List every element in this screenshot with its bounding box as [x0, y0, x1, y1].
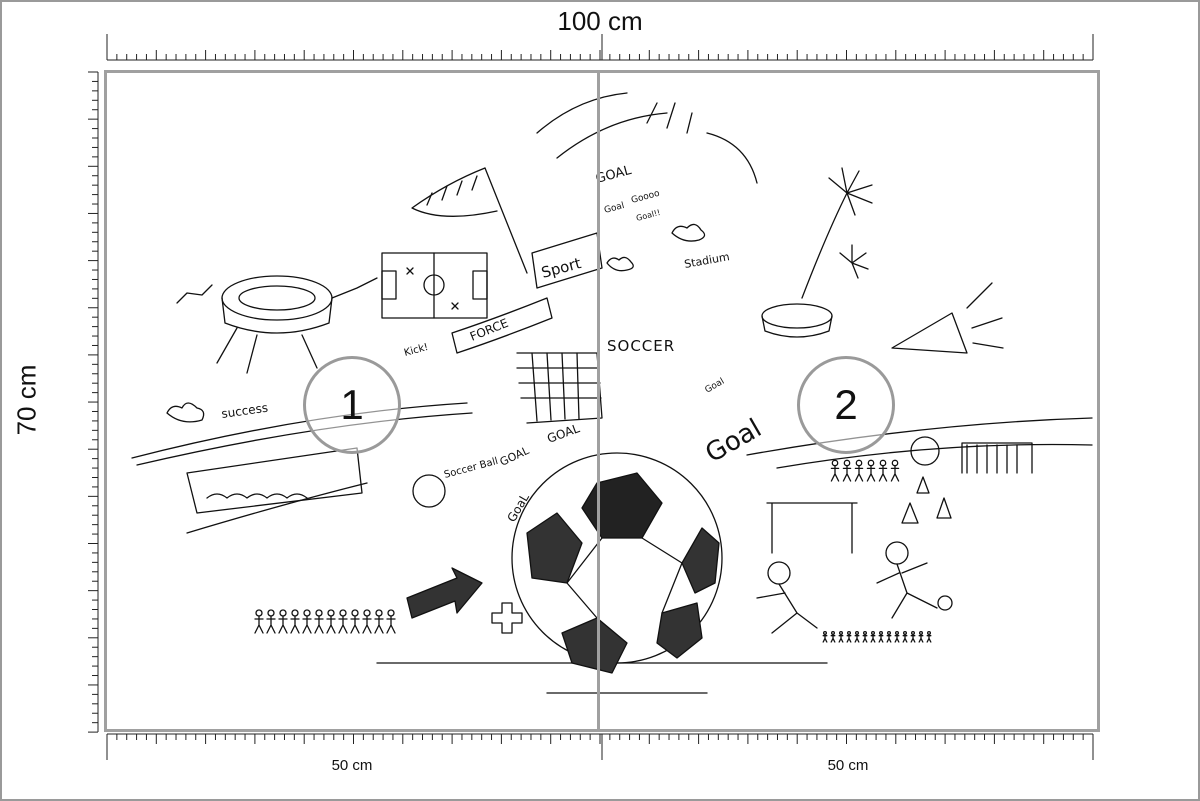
stick-figure	[822, 633, 828, 643]
stick-figure	[314, 615, 324, 634]
stick-figure	[350, 615, 360, 634]
stick-figure	[926, 633, 932, 643]
ball-right-drawing	[910, 436, 940, 466]
clouds-drawing	[671, 223, 706, 242]
panel-2-width-label: 50 cm	[827, 757, 869, 774]
ground-line	[776, 443, 1093, 469]
flag-drawing	[411, 167, 528, 274]
small-ball-drawing	[412, 474, 446, 508]
panel-1-number: 1	[340, 381, 364, 428]
stick-figure	[910, 633, 916, 643]
ground-line	[131, 402, 468, 459]
tactics-board-drawing	[381, 252, 488, 319]
left-ruler	[88, 71, 99, 733]
soccer-ball-drawing	[511, 452, 723, 674]
megaphone-drawing	[891, 282, 1004, 354]
stick-figure	[854, 633, 860, 643]
soccer-doodle-artwork: success FORCE Sport Kick! Soccer Ball GO…	[131, 92, 1093, 694]
player-kicking-drawing	[876, 541, 953, 619]
force-banner-drawing	[451, 297, 553, 354]
stick-figure	[290, 615, 300, 634]
stick-figure	[894, 633, 900, 643]
stick-figure	[830, 465, 840, 482]
crowd-stands-drawing	[186, 447, 363, 514]
stick-figure	[374, 615, 384, 634]
stick-figure	[878, 465, 888, 482]
panel-2-number: 2	[834, 381, 858, 428]
stick-figure	[890, 465, 900, 482]
stick-figure	[386, 615, 396, 634]
panel-1-marker: 1	[303, 356, 401, 454]
players-row-drawing	[254, 459, 932, 643]
stick-figure	[918, 633, 924, 643]
panel-frame	[104, 70, 1100, 732]
cone-drawing	[916, 476, 930, 494]
panel-1-width-label: 50 cm	[331, 757, 373, 774]
word-success: success	[220, 401, 268, 421]
stadium-drawing-right	[761, 303, 833, 338]
stadium-drawing	[176, 275, 378, 374]
stick-figure	[842, 465, 852, 482]
stick-figure	[862, 633, 868, 643]
clouds-drawing	[606, 256, 634, 272]
fireworks-drawing	[801, 167, 873, 299]
panel-divider	[597, 70, 600, 732]
stick-figure	[830, 633, 836, 643]
stick-figure	[838, 633, 844, 643]
cone-drawing	[901, 502, 919, 524]
stick-figure	[302, 615, 312, 634]
player-running-drawing	[756, 561, 818, 634]
sport-sign-drawing	[531, 232, 603, 289]
stick-figure	[902, 633, 908, 643]
word-soccer: SOCCER	[607, 337, 675, 355]
stick-figure	[846, 633, 852, 643]
stick-figure	[266, 615, 276, 634]
small-goal-drawing	[766, 502, 858, 554]
ground-line	[186, 482, 368, 534]
bottom-ruler	[106, 733, 1094, 760]
total-height-label: 70 cm	[11, 364, 42, 436]
stick-figure	[326, 615, 336, 634]
cone-drawing	[936, 497, 952, 519]
stick-figure	[886, 633, 892, 643]
total-width-label: 100 cm	[557, 6, 643, 36]
stick-figure	[866, 465, 876, 482]
stick-figure	[278, 615, 288, 634]
top-ruler	[106, 34, 1094, 61]
ground-line	[746, 417, 1093, 456]
stick-figure	[854, 465, 864, 482]
cross-drawing	[491, 602, 523, 634]
panel-2-marker: 2	[797, 356, 895, 454]
clouds-drawing	[166, 402, 205, 423]
stick-figure	[338, 615, 348, 634]
stick-figure	[878, 633, 884, 643]
arrow-drawing	[406, 567, 483, 619]
scribble-lines	[536, 92, 758, 184]
stick-figure	[870, 633, 876, 643]
stick-figure	[362, 615, 372, 634]
stick-figure	[254, 615, 264, 634]
goal-frame-drawing	[961, 442, 1033, 474]
